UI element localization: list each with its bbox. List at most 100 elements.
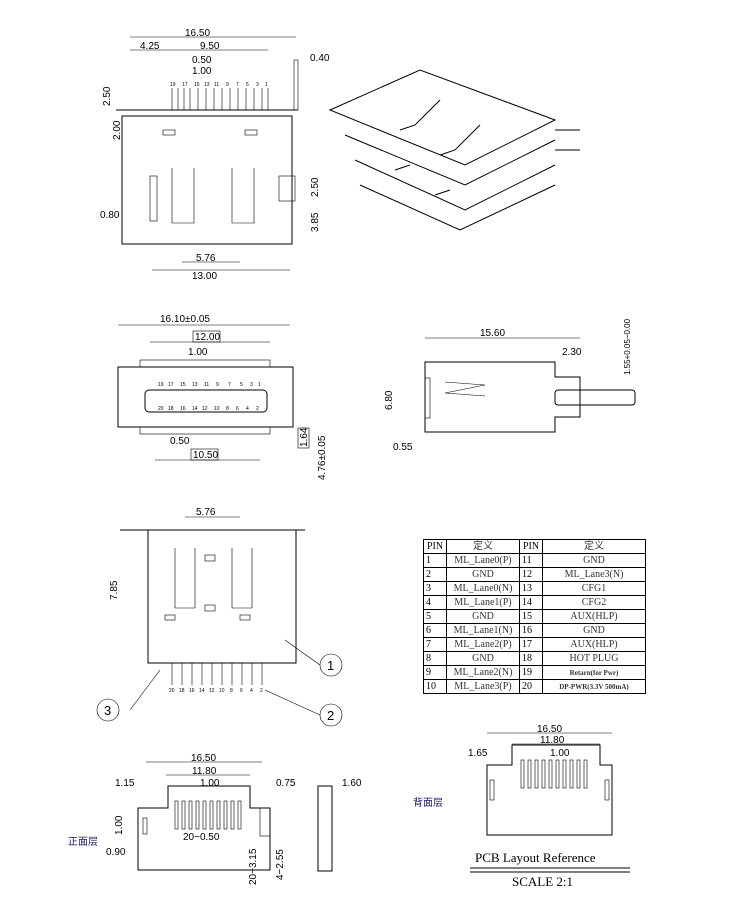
dim-pad-span: 11.80 [540,735,565,746]
pin-number: 15 [519,609,543,624]
layout-title: PCB Layout Reference [475,850,596,865]
pin-number: 1 [423,553,447,568]
pin-label: 18 [168,406,174,412]
pin-number: 10 [423,679,447,694]
pin-label: 4 [246,406,249,412]
pin-label: 5 [240,382,243,388]
pin-number: 5 [423,609,447,624]
dim-height: 2.00 [112,120,123,140]
pin-label: 7 [236,82,239,88]
pin-label: 15 [180,382,186,388]
pin-number: 9 [423,665,447,680]
pin-label: 4 [250,688,253,694]
pin-label: 16 [189,688,195,694]
dim-offset: 4.25 [140,41,160,52]
pin-label: 10 [214,406,220,412]
pin-definition: ML_Lane0(N) [446,581,520,596]
dim-contact-span: 10.50 [193,450,218,461]
pin-definition: ML_Lane2(P) [446,637,520,652]
pin-definition: GND [542,553,646,568]
dim-pin-pitch: 1.00 [188,347,208,358]
pcb-back-layer: 16.50 11.80 1.65 1.00 背面层 [413,724,613,836]
pin-number: 11 [519,553,543,568]
title-block: PCB Layout Reference SCALE 2:1 [470,850,630,889]
pin-label: 16 [180,406,186,412]
dim-latch-spacing: 5.76 [196,253,216,264]
dim-tail: 2.30 [562,347,582,358]
dim-pad-span: 11.80 [192,766,217,777]
pin-definition: GND [542,623,646,638]
front-layer-label: 正面层 [68,836,98,848]
pin-label: 3 [250,382,253,388]
dim-side-length: 4−2.55 [275,849,286,880]
dim-edge-offset: 1.15 [115,778,135,789]
pin-number: 2 [423,567,447,582]
header-pin: PIN [519,539,543,554]
pin-label: 14 [199,688,205,694]
pin-label: 1 [265,82,268,88]
pin-label: 11 [204,382,209,388]
pin-label: 5 [246,82,249,88]
dim-overall-width: 16.50 [185,28,210,39]
dim-latch-spacing: 5.76 [196,507,216,518]
dim-pin-offset: 1.55+0.05−0.00 [623,318,632,375]
pin-number: 19 [519,665,543,680]
dim-thickness: 1.60 [342,778,362,789]
bottom-view: 5.76 7.85 20 18 16 14 12 10 8 6 4 2 1 2 … [96,507,343,727]
pin-label: 6 [236,406,239,412]
dim-height: 6.80 [384,390,395,410]
pin-number: 13 [519,581,543,596]
dim-pad-width: 20−0.50 [183,832,220,843]
dim-base-width: 13.00 [192,271,217,282]
pin-label: 13 [192,382,198,388]
pin-label: 13 [204,82,210,88]
pin-number: 14 [519,595,543,610]
pin-definition: AUX(HLP) [542,609,646,624]
dim-pin-span: 9.50 [200,41,220,52]
pin-label: 19 [170,82,176,88]
dim-pin-height: 2.50 [102,86,113,106]
pin-definition: GND [446,651,520,666]
pin-definition: ML_Lane1(P) [446,595,520,610]
dim-pin-pitch: 0.50 [192,55,212,66]
callout-3: 3 [104,703,111,718]
pin-definition: ML_Lane0(P) [446,553,520,568]
pin-label: 7 [228,382,231,388]
dim-flange: 0.55 [393,442,413,453]
pin-number: 8 [423,651,447,666]
header-definition: 定义 [542,539,646,554]
pin-label: 17 [168,382,174,388]
pin-number: 6 [423,623,447,638]
pin-label: 11 [214,82,219,88]
pin-label: 20 [158,406,164,412]
pin-definition: ML_Lane3(P) [446,679,520,694]
end-view: 16.10±0.05 12.00 1.00 0.50 10.50 1.64 4.… [117,314,328,480]
dim-slot-height: 1.64 [299,427,310,447]
dim-tab-thick: 0.40 [310,53,330,64]
dim-pin-pitch2: 1.00 [192,66,212,77]
pin-definition: GND [446,567,520,582]
pin-definition: ML_Lane1(N) [446,623,520,638]
dim-pitch: 1.00 [550,748,570,759]
pin-label: 14 [192,406,198,412]
header-definition: 定义 [446,539,520,554]
pin-number: 12 [519,567,543,582]
dim-slot-width: 0.80 [100,210,120,221]
pin-definition: CFG1 [542,581,646,596]
dim-overall-width: 16.50 [537,724,562,735]
pin-label: 2 [260,688,263,694]
pin-definition: ML_Lane2(N) [446,665,520,680]
dim-slot: 1.00 [114,815,125,835]
pin-label: 8 [226,406,229,412]
pin-definition: Retarn(for Pwr) [542,665,646,680]
dim-latch-depth: 7.85 [109,580,120,600]
